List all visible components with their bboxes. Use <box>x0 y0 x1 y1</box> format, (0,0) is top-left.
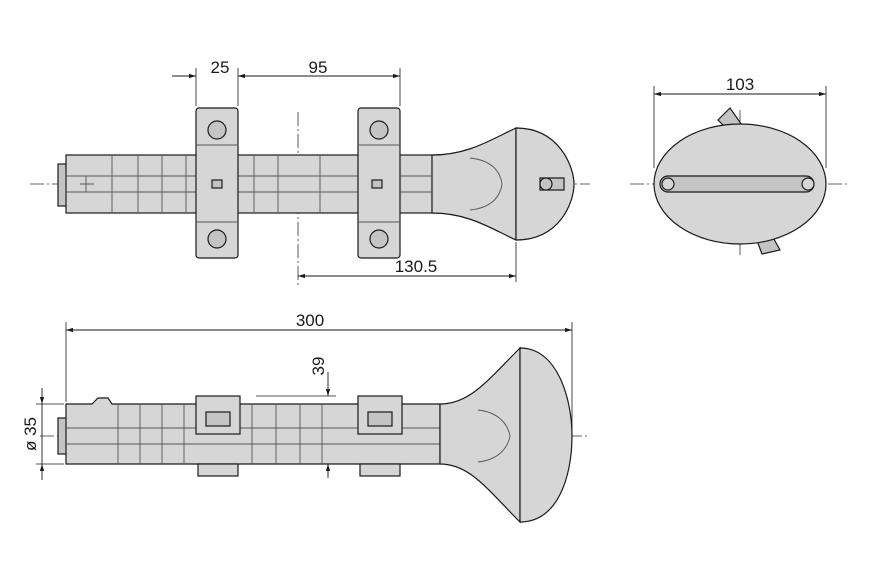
dim-clip-spacing: 95 <box>309 58 328 77</box>
end-view: 103 <box>630 75 850 255</box>
dim-axis-to-end: 130.5 <box>395 257 438 276</box>
side-knob-neck <box>439 346 521 524</box>
clip-left <box>195 107 239 259</box>
side-view: 300 39 ø 35 <box>21 311 590 524</box>
end-view-screw-left <box>661 177 675 191</box>
side-clip-left <box>195 395 241 477</box>
dim-clip-width: 25 <box>211 58 230 77</box>
end-view-screw-right <box>801 177 815 191</box>
side-knob-head <box>519 347 573 523</box>
dim-overall-length: 300 <box>296 311 324 330</box>
knob-neck <box>431 127 517 241</box>
knob-screw <box>539 177 553 191</box>
dim-diameter: ø 35 <box>21 417 40 451</box>
end-view-bar <box>659 175 815 193</box>
top-view: 25 95 130.5 <box>30 58 590 285</box>
dim-end-width: 103 <box>726 75 754 94</box>
side-clip-right <box>357 395 403 477</box>
side-shaft <box>65 397 441 465</box>
dim-height: 39 <box>309 357 328 376</box>
clip-right <box>357 107 401 259</box>
